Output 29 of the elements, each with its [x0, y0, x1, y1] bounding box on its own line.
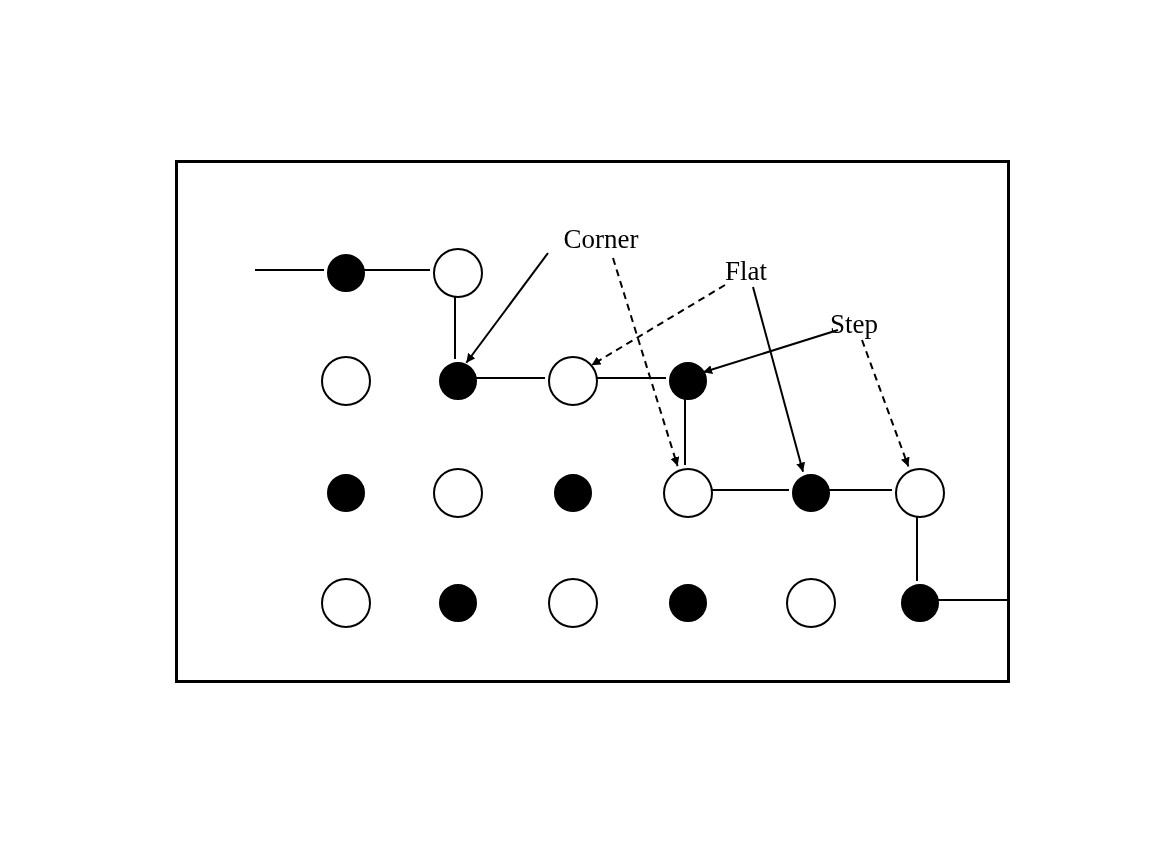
filled-dot — [327, 254, 365, 292]
open-circle — [433, 468, 483, 518]
filled-dot — [669, 362, 707, 400]
leader-arrow — [702, 329, 839, 374]
open-circle — [321, 578, 371, 628]
lattice-frame — [175, 160, 1010, 683]
filled-dot — [901, 584, 939, 622]
filled-dot — [669, 584, 707, 622]
leader-arrow — [612, 257, 680, 468]
open-circle — [321, 356, 371, 406]
leader-arrow — [590, 284, 726, 367]
leader-arrow — [861, 339, 910, 468]
open-circle — [433, 248, 483, 298]
callout-label: Flat — [725, 257, 767, 285]
leader-arrow — [465, 252, 549, 364]
callout-label: Corner — [563, 225, 639, 253]
leader-arrow — [752, 286, 805, 473]
filled-dot — [439, 362, 477, 400]
open-circle — [786, 578, 836, 628]
open-circle — [663, 468, 713, 518]
filled-dot — [439, 584, 477, 622]
filled-dot — [554, 474, 592, 512]
open-circle — [548, 578, 598, 628]
connector-line — [254, 269, 325, 271]
callout-label: Step — [830, 310, 878, 338]
open-circle — [548, 356, 598, 406]
filled-dot — [792, 474, 830, 512]
open-circle — [895, 468, 945, 518]
filled-dot — [327, 474, 365, 512]
